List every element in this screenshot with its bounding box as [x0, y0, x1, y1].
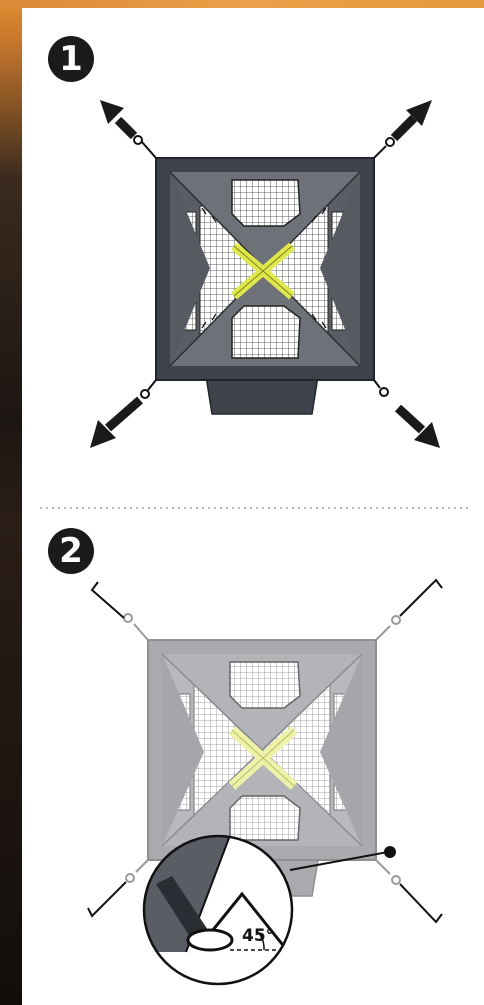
step-1-tent	[155, 157, 375, 415]
step-1-number: 1	[48, 36, 94, 82]
arrow-top-left-icon	[100, 100, 157, 159]
step-2-tent	[147, 639, 377, 897]
arrow-bottom-left-icon	[90, 379, 157, 448]
angle-label: 45°	[242, 926, 275, 946]
stake-top-right-icon	[375, 578, 443, 641]
stake-top-left-icon	[90, 581, 149, 641]
step-2-number: 2	[48, 528, 94, 574]
top-strip	[0, 0, 484, 10]
arrow-top-right-icon	[373, 100, 432, 159]
stake-bottom-right-icon	[375, 859, 443, 924]
step-1-arrows	[90, 100, 440, 448]
arrow-bottom-right-icon	[373, 379, 440, 448]
step-2-stakes	[87, 578, 443, 924]
stake-bottom-left-icon	[87, 859, 149, 918]
stake-detail-callout	[142, 834, 396, 986]
